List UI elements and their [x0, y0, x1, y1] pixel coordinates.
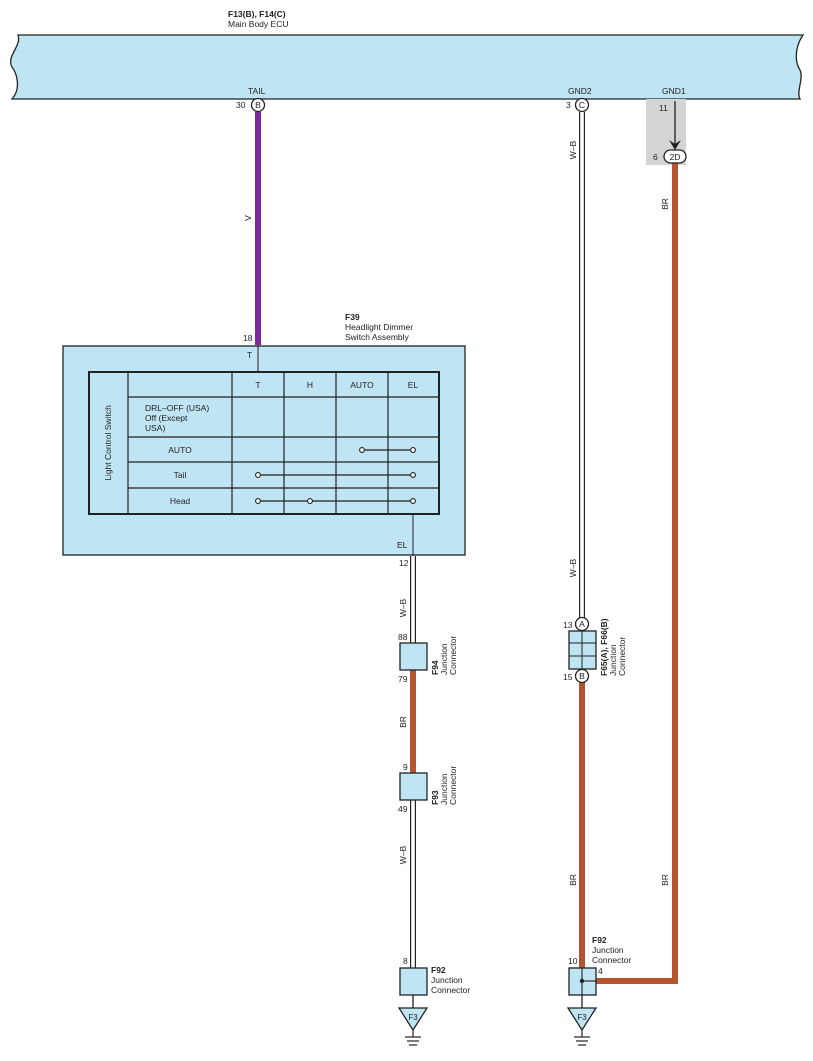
row-tail: Tail: [174, 470, 187, 480]
switch-name-1: Headlight Dimmer: [345, 322, 413, 332]
f92-right-pin-left: 10: [568, 956, 578, 966]
pin-oval-2d: [663, 149, 687, 164]
row-drl-2: Off (Except: [145, 413, 188, 423]
wire-gnd1-br: [596, 163, 678, 984]
f92-right-line1: Junction: [592, 945, 624, 955]
row-auto: AUTO: [168, 445, 192, 455]
column-h: H: [307, 380, 313, 390]
f92-left-box: [399, 967, 428, 996]
wire-label-gnd1-lower: BR: [660, 874, 670, 886]
f65-pin-top: 13: [563, 620, 573, 630]
pin-number-gnd2: 3: [566, 100, 571, 110]
f94-line1: Junction: [439, 643, 449, 675]
switch-term-out: EL: [397, 540, 408, 550]
column-auto: AUTO: [350, 380, 374, 390]
f65-conn-bottom: B: [579, 671, 585, 681]
f65-line1: Junction: [608, 644, 618, 676]
gnd1-arrow-icon: [669, 140, 681, 150]
f94-pin-top: 88: [398, 632, 408, 642]
ground-left-label: F3: [408, 1013, 418, 1022]
wire-label-el-upper: W–B: [398, 598, 408, 617]
continuity-dot: [410, 472, 416, 478]
f93-pin-top: 9: [403, 762, 408, 772]
f92-right-pin-right: 4: [598, 966, 603, 976]
wire-label-el-mid: BR: [398, 716, 408, 728]
ecu-body: [10, 34, 805, 100]
continuity-dot: [255, 472, 261, 478]
pin-connector-2d: 2D: [670, 152, 681, 162]
pin-connector-tail: B: [255, 100, 261, 110]
ground-right-triangle: [566, 1007, 598, 1032]
row-drl-3: USA): [145, 423, 165, 433]
f93-id: F93: [430, 790, 440, 805]
f92-left-pin: 8: [403, 956, 408, 966]
row-head: Head: [170, 496, 191, 506]
f65-line2: Connector: [617, 637, 627, 676]
switch-pin-out: 12: [399, 558, 409, 568]
f93-box: [399, 772, 428, 801]
pin-connector-gnd2: C: [579, 100, 585, 110]
f94-id: F94: [430, 660, 440, 675]
gnd1-pin: 11: [659, 103, 668, 113]
column-t: T: [255, 380, 260, 390]
switch-pin-in: 18: [243, 333, 253, 343]
column-el: EL: [408, 380, 419, 390]
row-drl-1: DRL–OFF (USA): [145, 403, 209, 413]
f94-line2: Connector: [448, 636, 458, 675]
continuity-dot: [410, 498, 416, 504]
continuity-dot: [359, 447, 365, 453]
ground-right-label: F3: [577, 1013, 587, 1022]
switch-table: [88, 371, 440, 515]
wire-label-el-lower: W–B: [398, 845, 408, 864]
pin-number-gnd1: 6: [653, 152, 658, 162]
f65-conn-top: A: [579, 619, 585, 629]
wire-label-gnd2-upper: W–B: [568, 140, 578, 159]
ecu-id: F13(B), F14(C): [228, 9, 286, 19]
f92-right-splice-dot: [579, 978, 585, 984]
f94-box: [399, 642, 428, 671]
switch-name-2: Switch Assembly: [345, 332, 410, 342]
continuity-dot: [410, 447, 416, 453]
f93-line2: Connector: [448, 766, 458, 805]
terminal-gnd1: GND1: [662, 86, 686, 96]
pin-number-tail: 30: [236, 100, 246, 110]
wire-label-gnd2-br: BR: [568, 874, 578, 886]
f92-left-id: F92: [431, 965, 446, 975]
pin-circle-gnd2: [574, 97, 590, 113]
f94-pin-bottom: 79: [398, 674, 408, 684]
terminal-gnd2: GND2: [568, 86, 592, 96]
ground-left-triangle: [397, 1007, 429, 1032]
f93-line1: Junction: [439, 773, 449, 805]
continuity-dot: [255, 498, 261, 504]
pin-circle-tail: [250, 97, 266, 113]
switch-id: F39: [345, 312, 360, 322]
f65-pin-bottom: 15: [563, 672, 573, 682]
switch-term-in: T: [247, 350, 252, 360]
switch-side-label: Light Control Switch: [103, 405, 113, 481]
f65-id: F65(A), F66(B): [599, 618, 609, 676]
ecu-name: Main Body ECU: [228, 19, 288, 29]
f65-circle-bottom: [574, 668, 590, 684]
f92-left-line2: Connector: [431, 985, 470, 995]
wire-label-v: V: [243, 215, 253, 221]
f93-pin-bottom: 49: [398, 804, 408, 814]
f92-right-id: F92: [592, 935, 607, 945]
terminal-tail: TAIL: [248, 86, 266, 96]
wire-label-gnd1-upper: BR: [660, 198, 670, 210]
wire-label-gnd2-lower: W–B: [568, 558, 578, 577]
f92-right-line2: Connector: [592, 955, 631, 965]
f92-left-line1: Junction: [431, 975, 463, 985]
continuity-dot: [307, 498, 313, 504]
